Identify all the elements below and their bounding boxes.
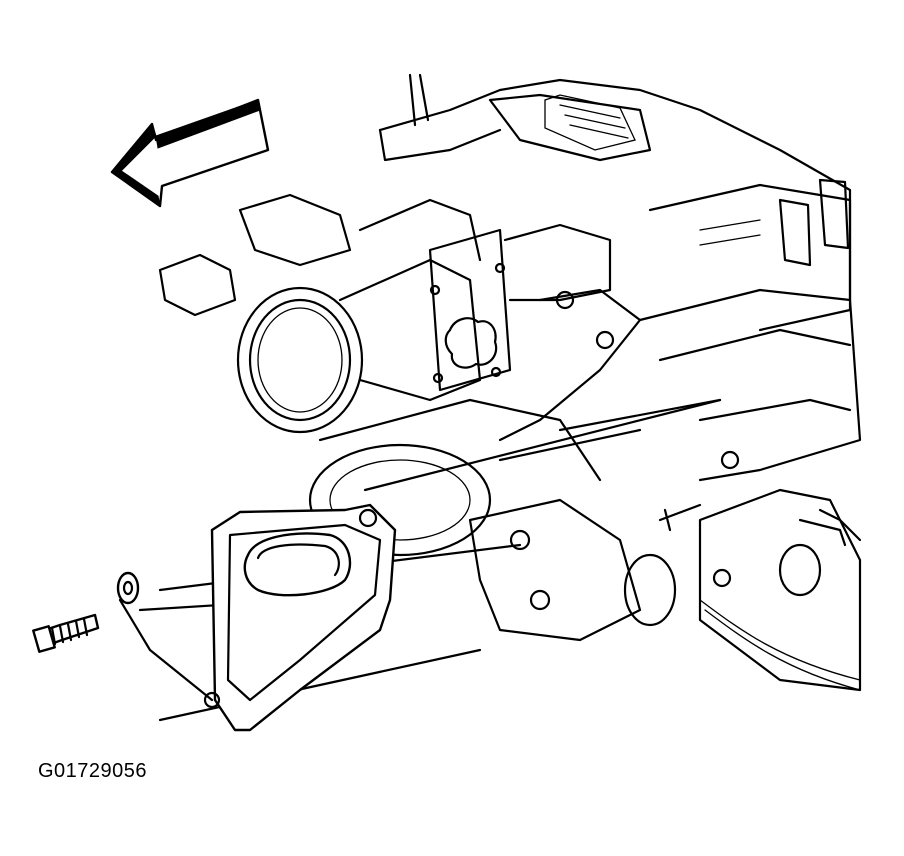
arrow-left-icon <box>110 98 270 208</box>
figure-id-label: G01729056 <box>38 760 148 782</box>
bolt-and-washer <box>32 571 140 653</box>
engine-assembly <box>158 73 862 692</box>
wiring-harness <box>699 599 861 691</box>
bracket-part <box>118 503 397 732</box>
